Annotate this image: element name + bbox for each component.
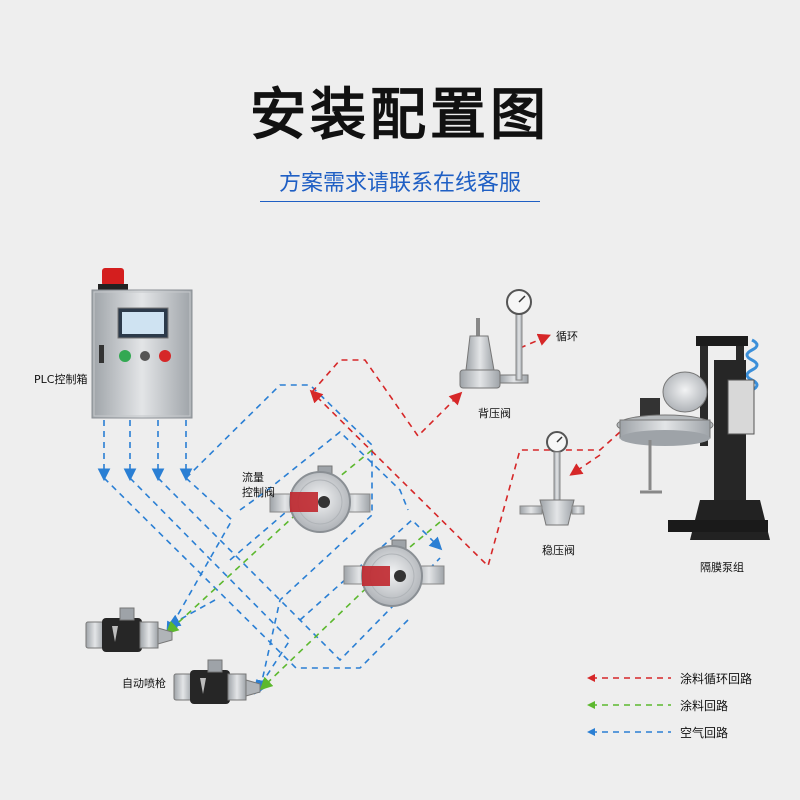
legend-item-air: 空气回路 xyxy=(585,722,795,742)
plc-control-box[interactable] xyxy=(91,268,193,419)
flow-valve-label-line2: 控制阀 xyxy=(242,486,275,499)
legend-item-paint: 涂料回路 xyxy=(585,695,795,715)
legend-swatch-paint xyxy=(587,701,671,709)
page-subtitle[interactable]: 方案需求请联系在线客服 xyxy=(260,165,540,202)
legend-label-air: 空气回路 xyxy=(680,726,729,740)
diaphragm-pump-unit[interactable] xyxy=(616,336,770,540)
auto-spray-gun-1[interactable] xyxy=(85,607,173,652)
flow-valve-label: 流量 控制阀 xyxy=(242,470,275,500)
plc-box-label: PLC控制箱 xyxy=(34,373,88,386)
legend-label-circulation: 涂料循环回路 xyxy=(680,672,753,686)
legend-label-paint: 涂料回路 xyxy=(680,699,729,713)
circulation-label: 循环 xyxy=(556,330,578,343)
page-title: 安装配置图 xyxy=(250,83,550,148)
back-pressure-valve-label: 背压阀 xyxy=(478,407,511,420)
flow-control-valve-1[interactable] xyxy=(269,465,371,533)
legend-item-circulation: 涂料循环回路 xyxy=(585,668,795,688)
auto-spray-gun-label: 自动喷枪 xyxy=(122,677,166,690)
pressure-regulator[interactable] xyxy=(519,431,585,526)
diaphragm-pump-label: 隔膜泵组 xyxy=(700,561,744,574)
auto-spray-gun-2[interactable] xyxy=(173,659,261,704)
flow-valve-label-line1: 流量 xyxy=(242,471,264,484)
flow-control-valve-2[interactable] xyxy=(343,539,445,607)
legend-swatch-circulation xyxy=(587,674,671,682)
legend-swatch-air xyxy=(587,728,671,736)
circulation-lines xyxy=(309,333,621,568)
back-pressure-valve[interactable] xyxy=(459,289,532,389)
regulator-valve-label: 稳压阀 xyxy=(542,544,575,557)
